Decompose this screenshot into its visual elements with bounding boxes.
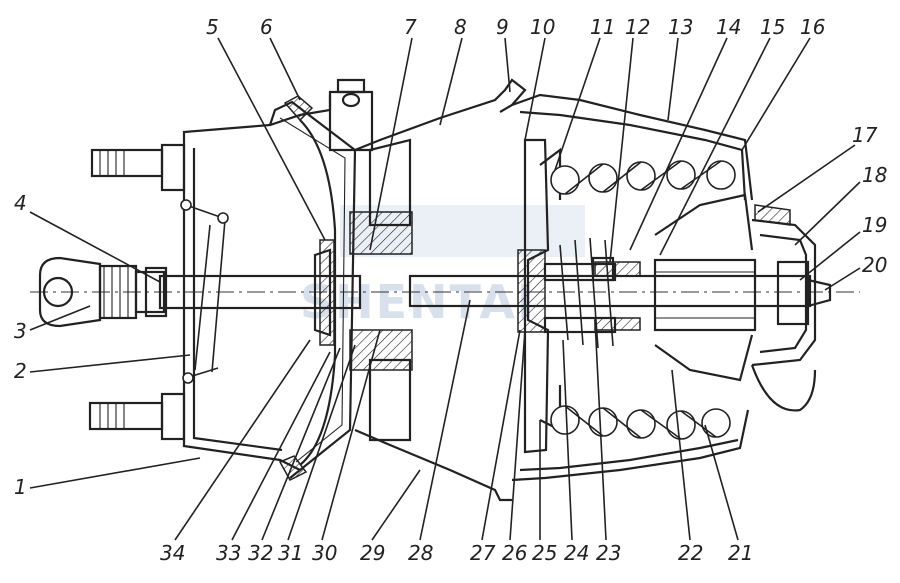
power-spring-bottom [550, 405, 731, 440]
label-33: 33 [216, 541, 241, 565]
label-32: 32 [248, 541, 273, 565]
label-14: 14 [716, 15, 741, 39]
label-25: 25 [532, 541, 557, 565]
label-24: 24 [564, 541, 589, 565]
label-6: 6 [260, 15, 273, 39]
clevis-eye [38, 256, 102, 328]
part-labels: 5 6 7 8 9 10 11 12 13 14 15 16 17 18 19 … [14, 15, 887, 565]
label-17: 17 [852, 123, 878, 147]
power-spring-top [550, 160, 736, 195]
label-9: 9 [496, 15, 509, 39]
label-8: 8 [454, 15, 467, 39]
mounting-stud-bottom [88, 392, 186, 441]
label-29: 29 [360, 541, 385, 565]
label-28: 28 [408, 541, 433, 565]
label-26: 26 [502, 541, 527, 565]
service-diaphragm [299, 119, 337, 466]
watermark-text: SHENTAI [300, 275, 536, 329]
label-21: 21 [728, 541, 753, 565]
label-4: 4 [14, 191, 27, 215]
label-7: 7 [404, 15, 417, 39]
label-10: 10 [530, 15, 555, 39]
return-spring [180, 199, 229, 384]
label-16: 16 [800, 15, 825, 39]
label-2: 2 [14, 359, 27, 383]
label-5: 5 [206, 15, 219, 39]
label-3: 3 [14, 319, 27, 343]
label-12: 12 [625, 15, 650, 39]
leader-lines [29, 37, 861, 541]
pushrod [98, 264, 362, 320]
clamp-ring-top [283, 95, 314, 122]
label-31: 31 [278, 541, 303, 565]
clamp-ring-bottom [278, 455, 308, 481]
label-13: 13 [668, 15, 693, 39]
rear-cap [750, 204, 832, 412]
label-20: 20 [862, 253, 887, 277]
label-27: 27 [470, 541, 496, 565]
label-23: 23 [596, 541, 621, 565]
intermediate-housing [328, 78, 527, 502]
label-22: 22 [678, 541, 703, 565]
label-34: 34 [160, 541, 185, 565]
label-19: 19 [862, 213, 887, 237]
label-30: 30 [312, 541, 337, 565]
label-11: 11 [590, 15, 615, 39]
mounting-stud-top [90, 143, 186, 192]
label-15: 15 [760, 15, 785, 39]
label-18: 18 [862, 163, 887, 187]
label-1: 1 [14, 475, 27, 499]
